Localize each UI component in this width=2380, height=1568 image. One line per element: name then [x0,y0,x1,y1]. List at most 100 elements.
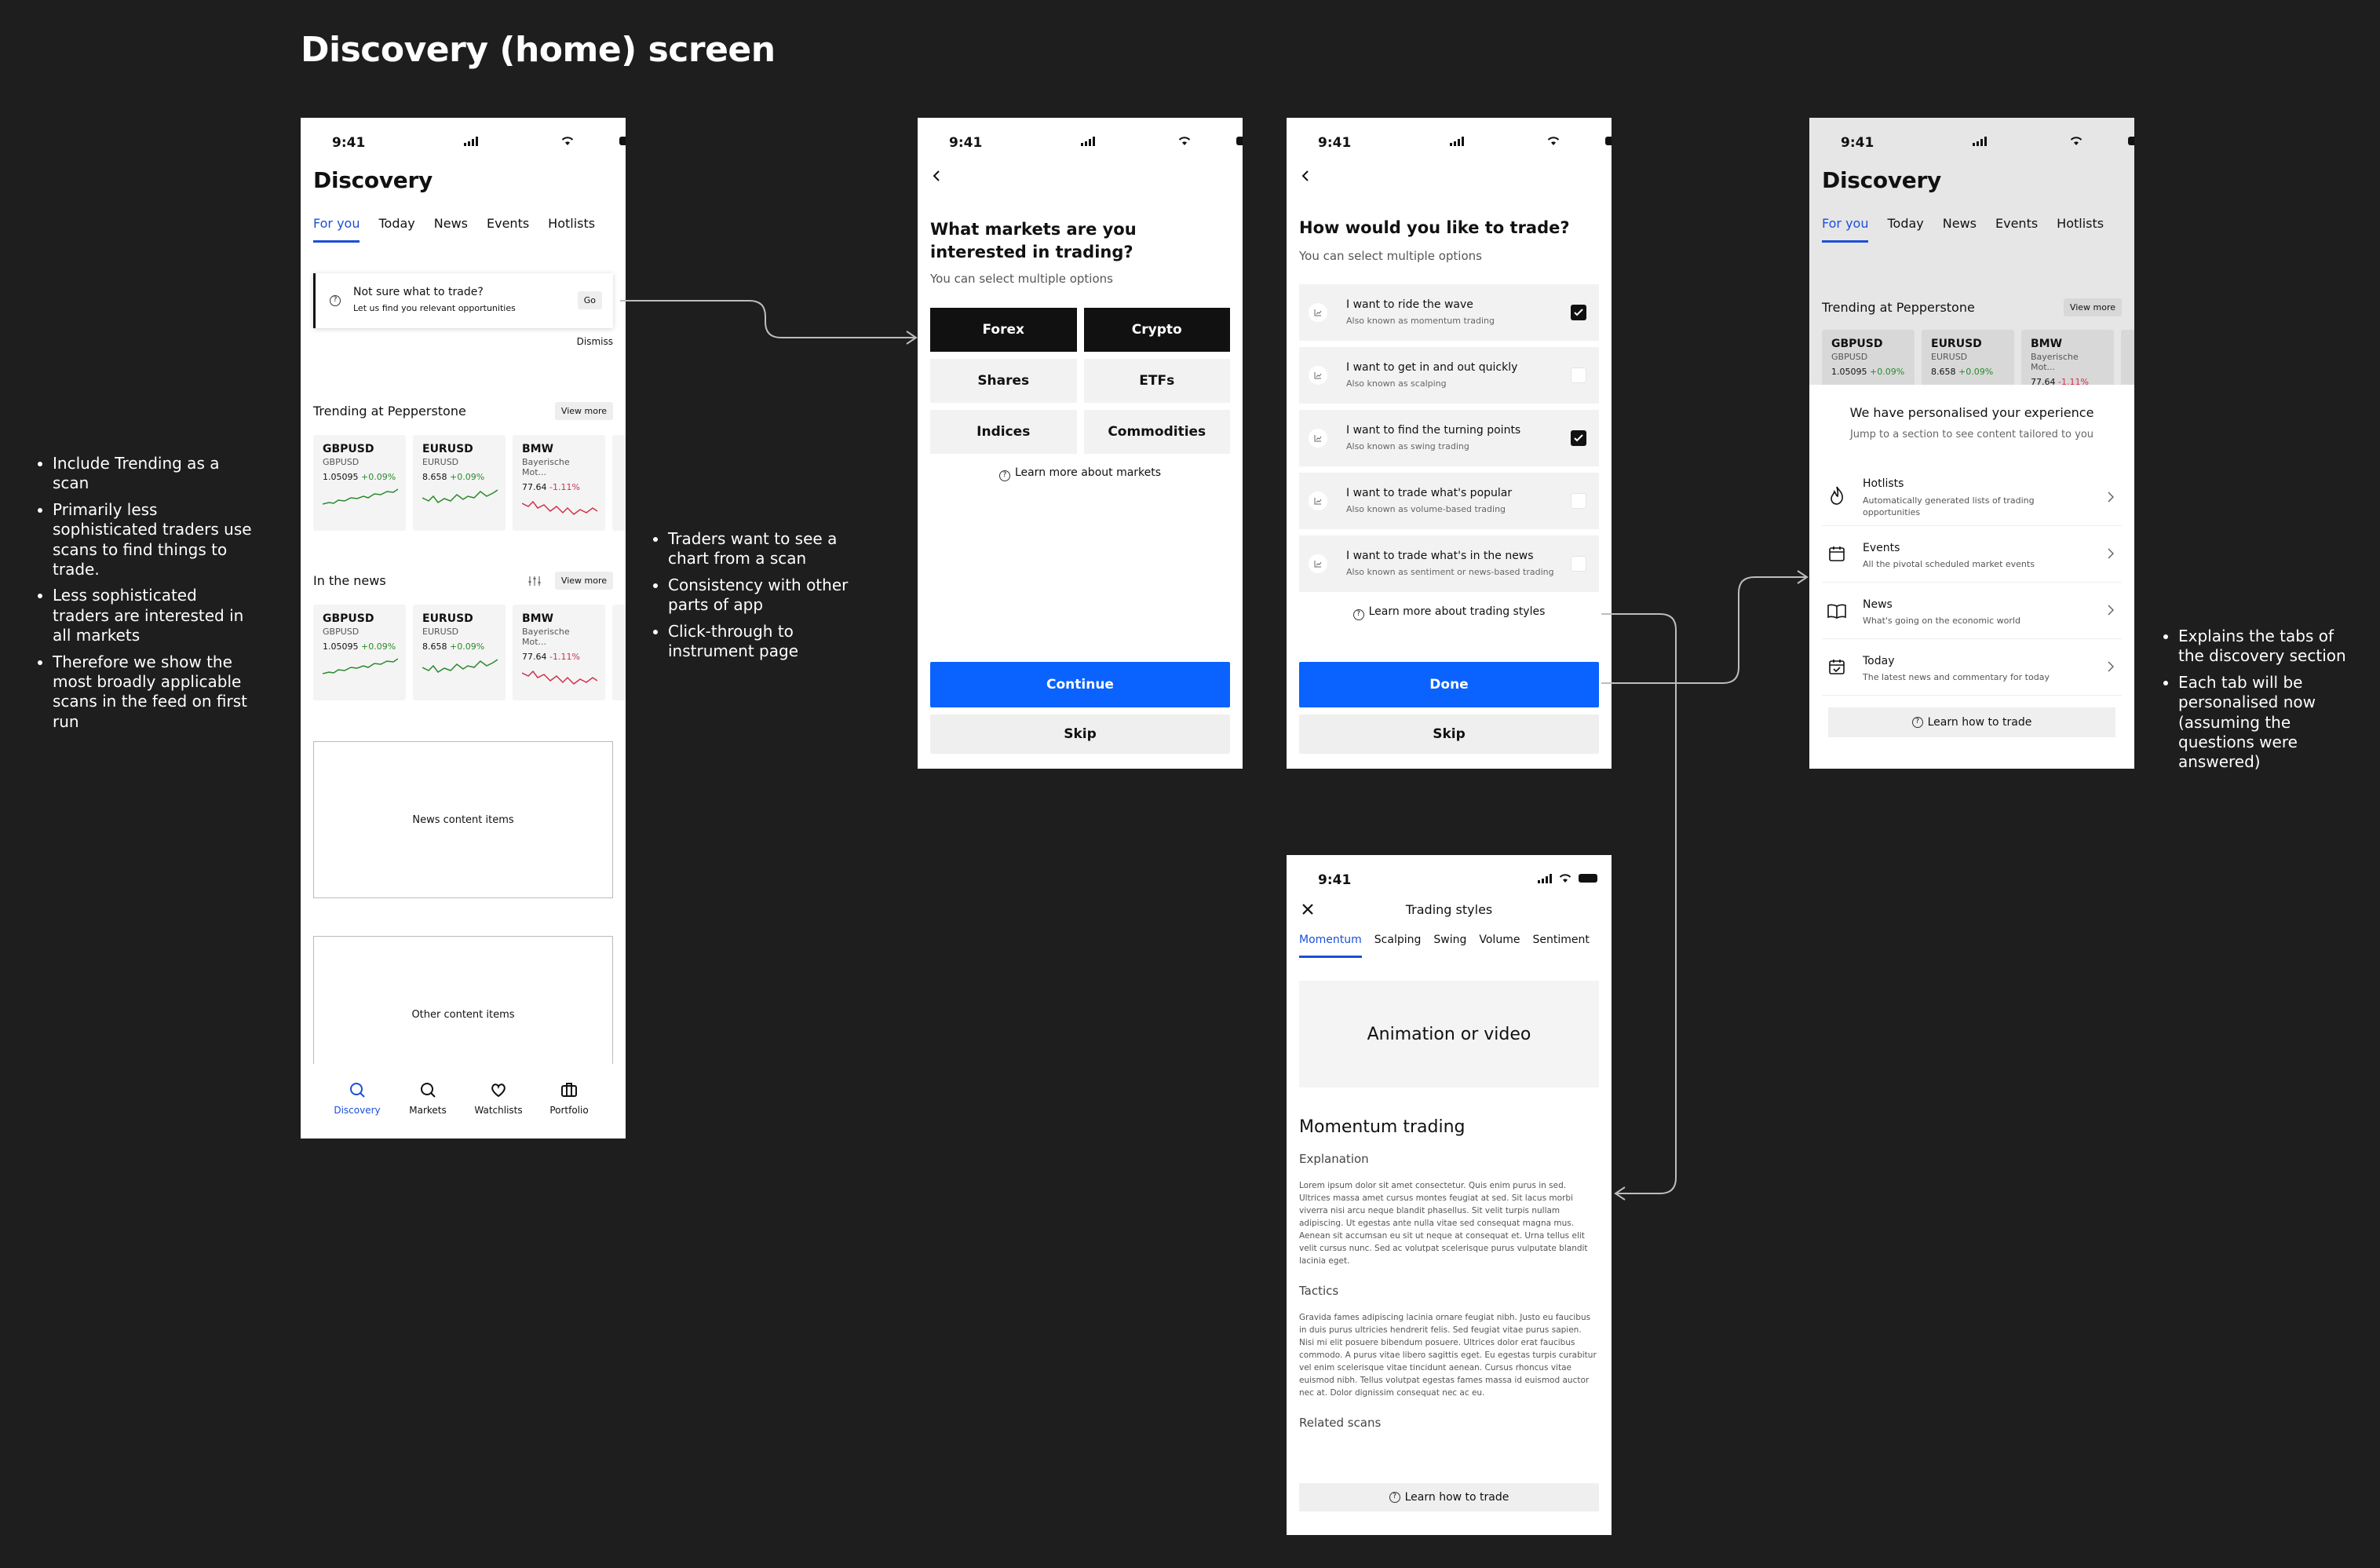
flow-arrow-to-markets [620,300,914,338]
option-shares[interactable]: Shares [930,359,1077,403]
checkbox-unchecked[interactable] [1571,493,1586,509]
instrument-card[interactable]: BMW Bayerische Mot... 77.64 -1.11% [513,435,605,531]
sheet-subtitle: Jump to a section to see content tailore… [1849,429,2094,440]
note-item: Click-through to instrument page [668,622,880,662]
instrument-card[interactable]: BMW Bayerische Mot... 77.64 -1.11% [2021,330,2114,385]
discovery-tabs: For you Today News Events Hotlists [1822,216,2104,243]
personalised-discovery-screen: 9:41 Discovery For you Today News Events… [1809,118,2134,769]
tab-today[interactable]: Today [1887,216,1924,231]
nav-watchlists[interactable]: Watchlists [472,1081,525,1139]
instrument-card-partial[interactable] [612,605,626,700]
checkbox-unchecked[interactable] [1571,367,1586,383]
learn-how-to-trade-button[interactable]: ?Learn how to trade [1828,707,2115,737]
section-item-news[interactable]: News What's going on the economic world [1822,583,2122,639]
card-symbol: GBPUSD [323,443,374,455]
tab-volume[interactable]: Volume [1479,934,1520,946]
instrument-card-partial[interactable] [2121,330,2134,385]
option-etfs[interactable]: ETFs [1083,359,1230,403]
style-option[interactable]: I want to get in and out quickly Also kn… [1299,347,1599,404]
checkbox-checked[interactable] [1571,305,1586,320]
sparkline-up [422,659,498,674]
tab-events[interactable]: Events [1995,216,2039,231]
signal-icon [1450,137,1464,146]
instrument-card[interactable]: EURUSD EURUSD 8.658 +0.09% [413,605,506,700]
option-crypto[interactable]: Crypto [1083,308,1230,352]
instrument-card[interactable]: BMW Bayerische Mot... 77.64 -1.11% [513,605,605,700]
option-forex[interactable]: Forex [930,308,1077,352]
back-icon[interactable] [932,170,941,182]
tab-for-you[interactable]: For you [1822,216,1869,243]
filter-icon[interactable] [528,576,541,586]
done-button[interactable]: Done [1299,662,1599,707]
instrument-card-partial[interactable] [612,435,626,531]
section-item-today[interactable]: Today The latest news and commentary for… [1822,639,2122,696]
instrument-card[interactable]: EURUSD EURUSD 8.658 +0.09% [413,435,506,531]
continue-button[interactable]: Continue [930,662,1230,707]
tab-scalping[interactable]: Scalping [1374,934,1422,946]
section-item-events[interactable]: Events All the pivotal scheduled market … [1822,526,2122,583]
battery-icon [1236,137,1243,145]
card-symbol: GBPUSD [1831,338,1883,350]
tab-today[interactable]: Today [378,216,415,231]
go-button[interactable]: Go [577,291,602,309]
tab-news[interactable]: News [1942,216,1977,231]
style-option[interactable]: I want to ride the wave Also known as mo… [1299,284,1599,341]
battery-icon [619,137,626,145]
search-icon [421,1083,436,1098]
option-indices[interactable]: Indices [930,410,1077,454]
tab-news[interactable]: News [433,216,468,231]
media-label: Animation or video [1367,1024,1531,1044]
screen-title: Trading styles [1405,902,1493,917]
sparkline-down [522,670,597,685]
tab-for-you[interactable]: For you [313,216,360,243]
news-view-more-button[interactable]: View more [554,572,613,590]
tab-swing[interactable]: Swing [1433,934,1467,946]
tab-sentiment[interactable]: Sentiment [1532,934,1590,946]
checkbox-checked[interactable] [1571,430,1586,446]
trending-view-more-button[interactable]: View more [554,402,613,420]
chart-icon [1309,366,1327,385]
trending-cards: GBPUSD GBPUSD 1.05095 +0.09% EURUSD EURU… [313,435,626,531]
nav-discovery[interactable]: Discovery [330,1081,384,1139]
chevron-right-icon [2108,548,2114,559]
style-option[interactable]: I want to trade what's popular Also know… [1299,473,1599,529]
card-symbol: BMW [2031,338,2063,350]
item-subtitle: What's going on the economic world [1863,616,2020,626]
tab-hotlists[interactable]: Hotlists [2057,216,2104,231]
section-item-hotlists[interactable]: Hotlists Automatically generated lists o… [1822,470,2122,526]
tab-momentum[interactable]: Momentum [1299,934,1362,958]
instrument-card[interactable]: GBPUSD GBPUSD 1.05095 +0.09% [1822,330,1915,385]
style-option[interactable]: I want to find the turning points Also k… [1299,410,1599,466]
screen-title: Discovery [313,167,433,193]
learn-how-to-trade-button[interactable]: ?Learn how to trade [1299,1483,1599,1511]
style-tabs: Momentum Scalping Swing Volume Sentiment [1299,934,1590,958]
trade-prompt-card[interactable]: ? Not sure what to trade? Let us find yo… [313,273,613,328]
tab-events[interactable]: Events [487,216,530,231]
nav-portfolio[interactable]: Portfolio [542,1081,596,1139]
personalised-sheet: We have personalised your experience Jum… [1809,385,2134,769]
back-icon[interactable] [1301,170,1310,182]
discovery-screen: 9:41 Discovery For you Today News Events… [301,118,626,1139]
nav-markets[interactable]: Markets [401,1081,454,1139]
status-bar: 9:41 [1809,118,2134,165]
card-subtitle: EURUSD [422,457,459,467]
instrument-card[interactable]: GBPUSD GBPUSD 1.05095 +0.09% [313,605,406,700]
learn-trading-styles-link[interactable]: ?Learn more about trading styles [1287,605,1612,620]
dismiss-link[interactable]: Dismiss [576,336,613,347]
skip-button[interactable]: Skip [1299,715,1599,754]
learn-markets-link[interactable]: ?Learn more about markets [918,466,1243,481]
checkbox-unchecked[interactable] [1571,556,1586,572]
close-icon[interactable] [1301,902,1315,916]
card-price: 1.05095 [323,641,359,652]
style-option[interactable]: I want to trade what's in the news Also … [1299,535,1599,592]
instrument-card[interactable]: GBPUSD GBPUSD 1.05095 +0.09% [313,435,406,531]
instrument-card[interactable]: EURUSD EURUSD 8.658 +0.09% [1922,330,2014,385]
note-item: Consistency with other parts of app [668,576,880,616]
media-placeholder[interactable]: Animation or video [1299,981,1599,1087]
tab-hotlists[interactable]: Hotlists [548,216,596,231]
flow-arrow-to-personalised [1601,576,1805,684]
option-commodities[interactable]: Commodities [1083,410,1230,454]
trending-view-more-button[interactable]: View more [2063,298,2122,316]
status-time: 9:41 [949,135,983,151]
skip-button[interactable]: Skip [930,715,1230,754]
